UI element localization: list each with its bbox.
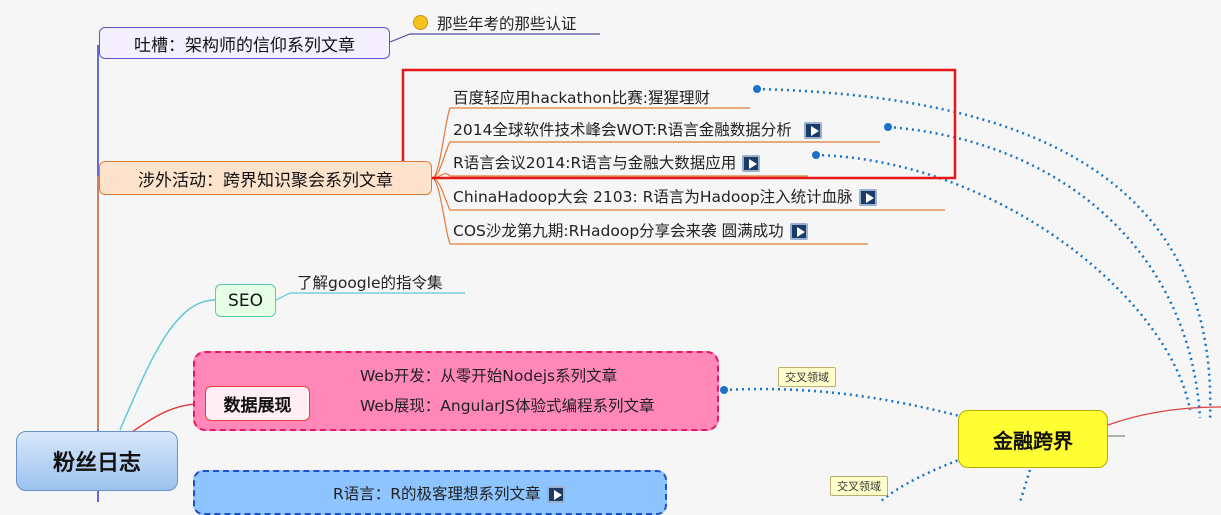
video-play-icon[interactable] <box>742 155 761 172</box>
cross-domain-tag: 交叉领域 <box>830 476 888 496</box>
root-label: 粉丝日志 <box>52 451 141 476</box>
link-dots <box>720 85 892 394</box>
finance-label: 金融跨界 <box>993 428 1073 453</box>
shuju-child-label: Web开发：从零开始Nodejs系列文章 <box>360 367 618 385</box>
shewai-child-hackathon[interactable]: 百度轻应用hackathon比赛:猩猩理财 <box>453 88 710 108</box>
video-play-icon[interactable] <box>803 122 822 139</box>
topic-seo-label: SEO <box>228 290 263 311</box>
smiley-icon <box>413 15 428 30</box>
topic-shewai[interactable]: 涉外活动：跨界知识聚会系列文章 <box>99 161 432 195</box>
rlang-topic[interactable]: R语言：R的极客理想系列文章 <box>333 484 565 504</box>
shewai-child-chinahadoop[interactable]: ChinaHadoop大会 2103: R语言为Hadoop注入统计血脉 <box>453 187 877 207</box>
root-node[interactable]: 粉丝日志 <box>16 431 178 491</box>
seo-child-label: 了解google的指令集 <box>297 274 443 292</box>
shewai-underlines <box>450 107 945 245</box>
shewai-child-rconf[interactable]: R语言会议2014:R语言与金融大数据应用 <box>453 153 761 173</box>
shewai-child-label: 2014全球软件技术峰会WOT:R语言金融数据分析 <box>453 121 792 139</box>
shewai-child-cos[interactable]: COS沙龙第九期:RHadoop分享会来袭 圆满成功 <box>453 221 808 241</box>
shuju-child-label: Web展现：AngularJS体验式编程系列文章 <box>360 397 655 415</box>
shewai-child-label: COS沙龙第九期:RHadoop分享会来袭 圆满成功 <box>453 222 784 240</box>
finance-line <box>1107 406 1221 426</box>
shewai-children-line <box>431 107 451 245</box>
link-bottom <box>1018 469 1032 502</box>
seo-child-line <box>275 292 465 301</box>
cross-domain-tag-label: 交叉领域 <box>837 480 881 493</box>
link-wot <box>887 125 1202 419</box>
link-rlang <box>879 450 981 502</box>
topic-seo[interactable]: SEO <box>215 284 276 317</box>
link-shuju <box>723 387 976 422</box>
cross-domain-tag: 交叉领域 <box>778 367 836 387</box>
tucao-child-label: 那些年考的那些认证 <box>436 15 577 33</box>
highlight-rect <box>401 68 957 180</box>
topic-shuju-label: 数据展现 <box>223 396 292 416</box>
rlang-topic-label: R语言：R的极客理想系列文章 <box>333 485 541 503</box>
finance-node[interactable]: 金融跨界 <box>958 410 1108 468</box>
topic-tucao-label: 吐槽：架构师的信仰系列文章 <box>134 35 355 56</box>
topic-shewai-label: 涉外活动：跨界知识聚会系列文章 <box>138 170 393 191</box>
shewai-child-label: R语言会议2014:R语言与金融大数据应用 <box>453 154 737 172</box>
video-play-icon[interactable] <box>858 189 877 206</box>
branch-seo-line <box>119 299 216 431</box>
shewai-child-label: ChinaHadoop大会 2103: R语言为Hadoop注入统计血脉 <box>453 188 853 206</box>
shewai-child-wot[interactable]: 2014全球软件技术峰会WOT:R语言金融数据分析 <box>453 120 822 140</box>
video-play-icon[interactable] <box>789 223 808 240</box>
shewai-child-label: 百度轻应用hackathon比赛:猩猩理财 <box>453 89 710 107</box>
cross-links <box>723 87 1212 502</box>
topic-shuju[interactable]: 数据展现 <box>205 386 310 421</box>
shuju-child-nodejs[interactable]: Web开发：从零开始Nodejs系列文章 <box>360 366 617 386</box>
link-hackathon <box>756 87 1212 421</box>
tucao-child-certificates[interactable]: 那些年考的那些认证 <box>413 14 576 34</box>
video-play-icon[interactable] <box>546 486 565 503</box>
seo-child-google[interactable]: 了解google的指令集 <box>297 273 443 293</box>
tucao-child-line <box>389 33 600 43</box>
shuju-child-angularjs[interactable]: Web展现：AngularJS体验式编程系列文章 <box>360 396 654 416</box>
topic-tucao[interactable]: 吐槽：架构师的信仰系列文章 <box>99 27 390 59</box>
cross-domain-tag-label: 交叉领域 <box>785 371 829 384</box>
